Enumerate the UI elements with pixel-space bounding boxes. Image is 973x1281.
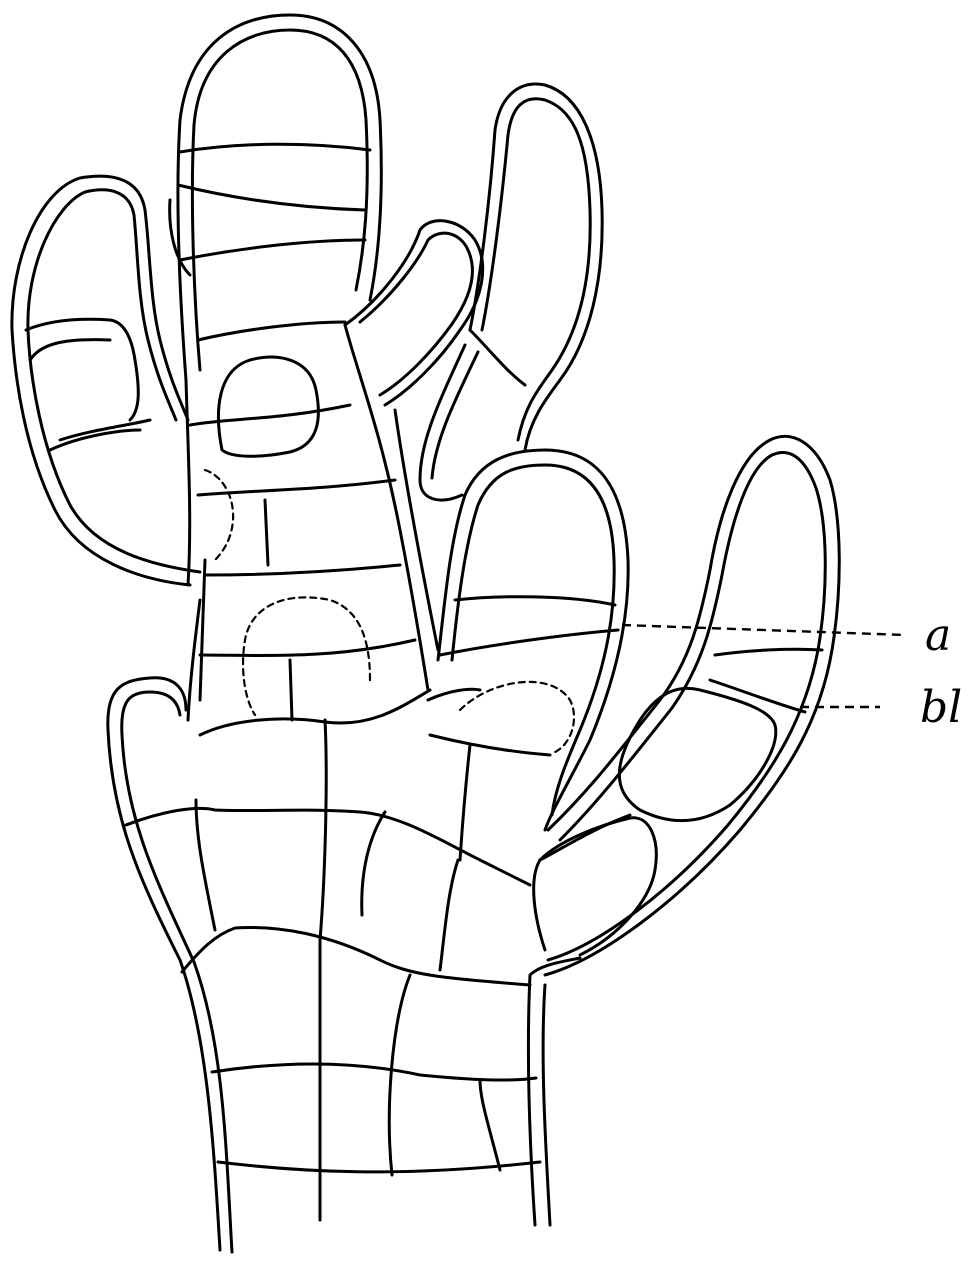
middle-branch	[345, 221, 483, 690]
label-a-group: a	[622, 610, 951, 661]
left-branch	[12, 176, 233, 585]
far-right-finger	[534, 436, 840, 975]
label-a: a	[925, 610, 951, 661]
stalk-cell-walls	[126, 600, 540, 1220]
label-bl: bl	[920, 682, 962, 733]
label-a-leader	[622, 625, 905, 635]
inner-column-cell	[218, 357, 318, 456]
top-finger	[170, 15, 382, 380]
label-bl-group: bl	[800, 682, 962, 733]
upper-right-finger	[420, 84, 602, 500]
